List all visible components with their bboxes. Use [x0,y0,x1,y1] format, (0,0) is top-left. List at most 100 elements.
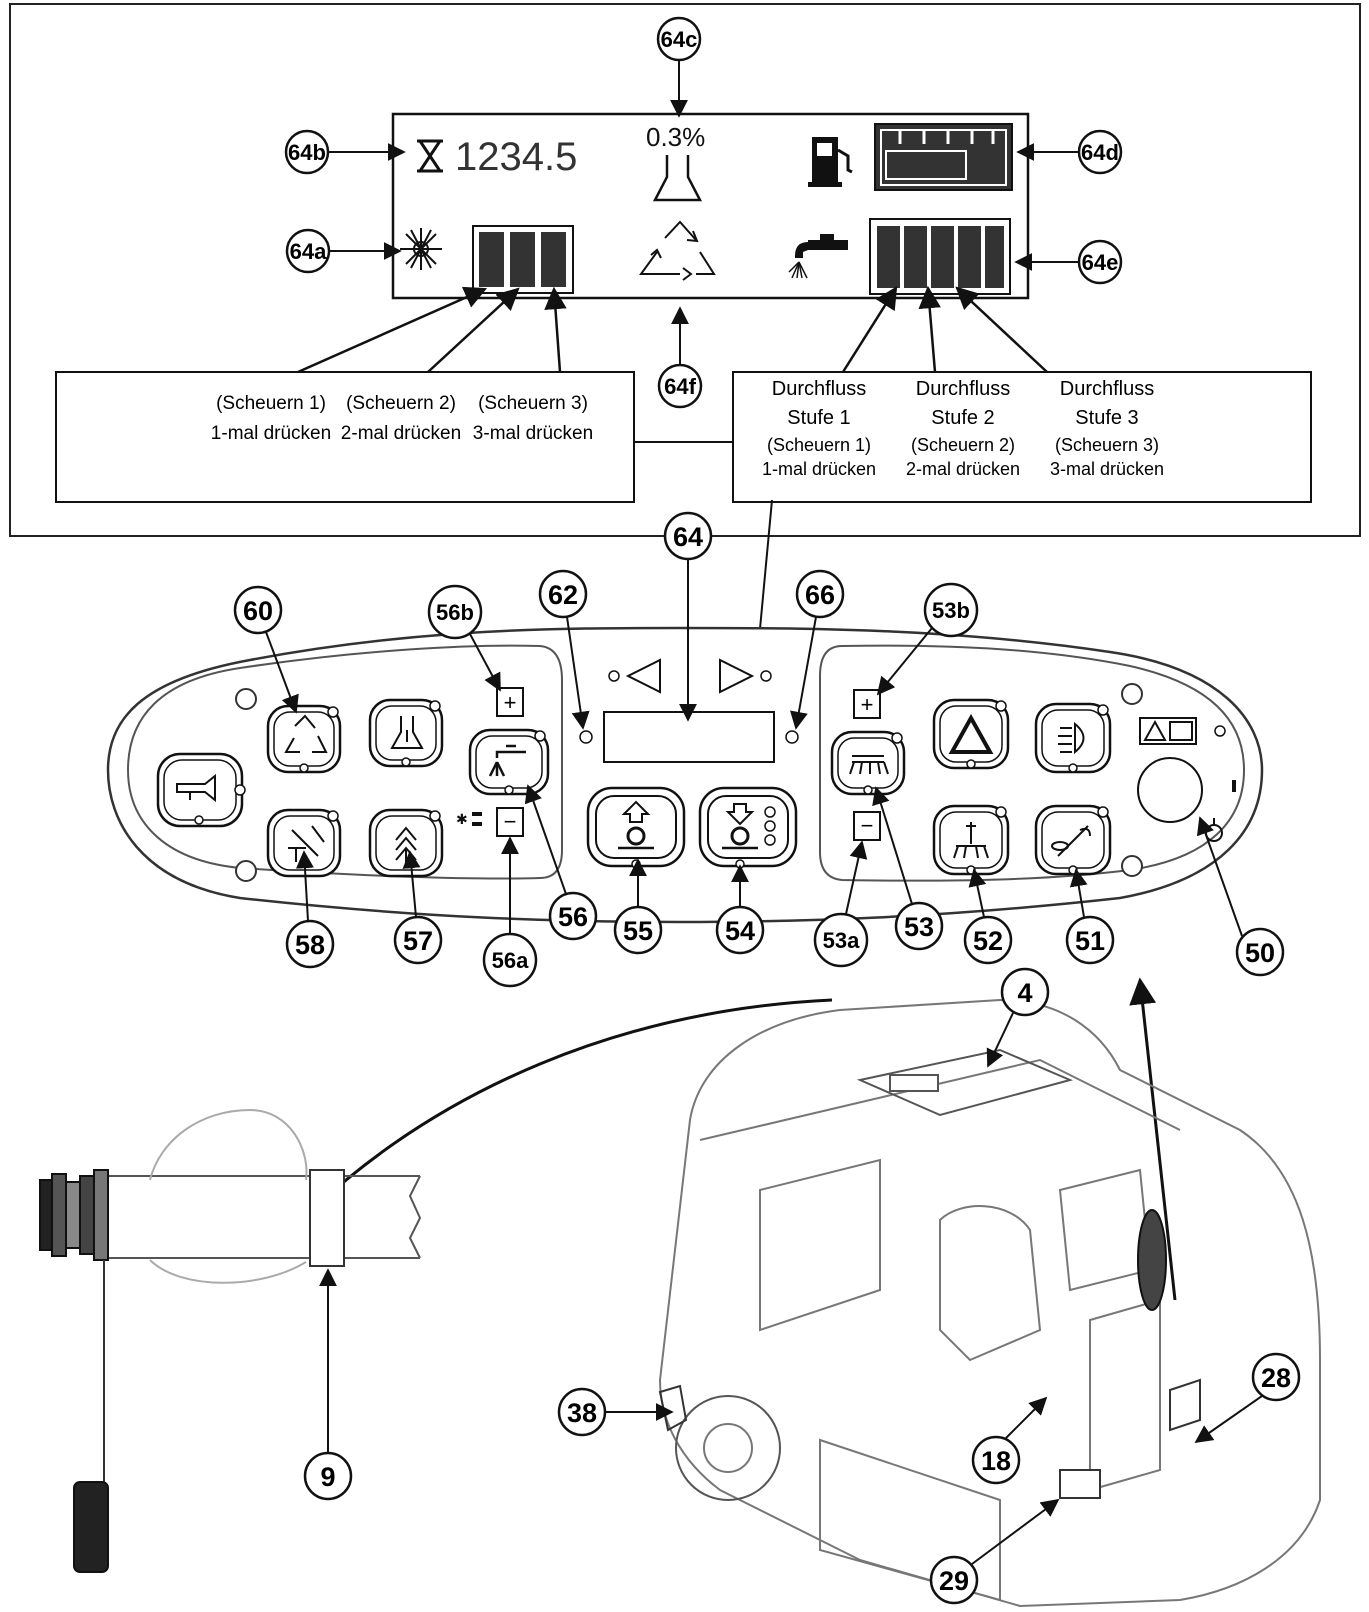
right-col1-line4: 1-mal drücken [762,459,876,479]
water-button[interactable] [468,728,550,796]
callout-64d: 64d [1077,129,1123,175]
ignition-key[interactable] [1137,757,1236,842]
left-col3-line1: (Scheuern 3) [478,393,588,414]
left-col1-line2: 1-mal drücken [211,423,331,444]
speed-button[interactable] [1034,804,1112,876]
callout-62-leader [566,616,590,730]
callout-56b: 56b [427,584,483,640]
callout-64f: 64f [657,363,703,409]
right-col2-line1: Durchfluss [916,378,1010,400]
right-box-col-1: Durchfluss Stufe 1 (Scheuern 1) 1-mal dr… [762,378,876,479]
callout-56b-leader [469,633,501,692]
water-flow-info-box [732,371,1312,503]
brush-lower-button[interactable] [698,786,798,869]
callout-64: 64 [663,511,713,561]
right-col3-line1: Durchfluss [1060,378,1154,400]
recycle-button-icon [284,714,328,753]
callout-53a-leader [845,840,868,915]
callout-52-leader [968,868,987,918]
callout-50-label: 50 [1245,938,1275,968]
right-col3-line4: 3-mal drücken [1050,459,1164,479]
water-minus-button[interactable]: − [496,807,524,837]
pressure-levels-icon [764,806,776,846]
brush-raise-button[interactable] [586,786,686,869]
callout-53b: 53b [923,582,979,638]
right-box-col-3: Durchfluss Stufe 3 (Scheuern 3) 3-mal dr… [1050,378,1164,479]
right-col3-line3: (Scheuern 3) [1055,435,1159,455]
hours-readout: 1234.5 [455,135,577,179]
callout-18: 18 [971,1435,1021,1485]
sweep-button[interactable] [368,808,444,878]
callout-29-label: 29 [939,1566,969,1596]
recycle-button[interactable] [266,704,342,774]
left-col2-line2: 2-mal drücken [341,423,461,444]
work-light-icon [400,228,442,270]
horn-button[interactable] [156,752,244,828]
callout-66: 66 [795,569,845,619]
horn-icon [176,773,216,803]
brush-minus-button[interactable]: − [853,811,881,841]
callout-64e-label: 64e [1082,250,1119,275]
callout-38: 38 [557,1387,607,1437]
nav-right-icon[interactable] [719,658,772,694]
left-box-col-3: (Scheuern 3) 3-mal drücken [473,393,593,444]
nav-left-icon[interactable] [608,658,661,694]
callout-54-label: 54 [725,916,755,946]
detergent-button[interactable] [368,698,444,768]
right-col2-line2: Stufe 2 [931,407,994,429]
water-tap-button-icon [488,744,526,777]
hazard-button[interactable] [932,698,1010,770]
scrub-pressure-bars [472,225,574,294]
mounting-screws [235,683,1143,882]
warning-label-icons [1139,717,1197,745]
brush-pressure-button[interactable] [830,730,906,796]
left-box-col-2: (Scheuern 2) 2-mal drücken [341,393,461,444]
callout-60-leader [265,631,299,714]
callout-53: 53 [894,901,944,951]
side-brush-button[interactable] [932,804,1010,876]
callout-64a: 64a [285,228,331,274]
left-col3-line2: 3-mal drücken [473,423,593,444]
callout-64-label: 64 [673,522,703,552]
hose-with-hand [39,1108,422,1573]
hose-curve-arrow [310,998,833,1212]
headlight-button[interactable] [1034,702,1112,774]
callout-56-label: 56 [558,902,588,932]
callout-28: 28 [1251,1352,1301,1402]
leader-scrub-3 [544,286,567,373]
callout-58-label: 58 [295,930,325,960]
callout-62-label: 62 [548,580,578,610]
plus-icon-right: + [861,692,874,717]
callout-56a-label: 56a [492,948,529,973]
horn-indicator [234,784,246,796]
callout-53a-label: 53a [823,928,860,953]
callout-58-leader [295,850,314,922]
callout-51: 51 [1065,915,1115,965]
callout-64f-label: 64f [664,374,696,399]
leader-scrub-1 [297,286,488,374]
brush-plus-button[interactable]: + [853,689,881,719]
water-mode-mini-icon: ✱ [456,811,482,827]
callout-53-leader [872,786,913,905]
floor-scrubber-machine [658,998,1321,1608]
callout-64d-label: 64d [1081,140,1119,165]
leader-flow-2 [918,285,941,373]
water-plus-button[interactable]: + [496,687,524,717]
callout-50-leader [1196,816,1243,937]
right-col1-line1: Durchfluss [772,378,866,400]
callout-66-label: 66 [805,580,835,610]
callout-53b-label: 53b [932,598,970,623]
indicator-led-66 [785,730,799,744]
indicator-led-62 [579,730,593,744]
left-box-col-1: (Scheuern 1) 1-mal drücken [211,393,331,444]
squeegee-button[interactable] [266,808,342,878]
leader-flow-3 [955,286,1048,373]
callout-4-leader [986,1012,1014,1068]
callout-9-label: 9 [320,1462,335,1492]
brush-icon [849,755,889,775]
minus-icon-right: − [861,813,874,838]
callout-53a: 53a [813,912,869,968]
side-brush-icon [953,822,989,859]
right-box-col-2: Durchfluss Stufe 2 (Scheuern 2) 2-mal dr… [906,378,1020,479]
callout-64b: 64b [284,129,330,175]
